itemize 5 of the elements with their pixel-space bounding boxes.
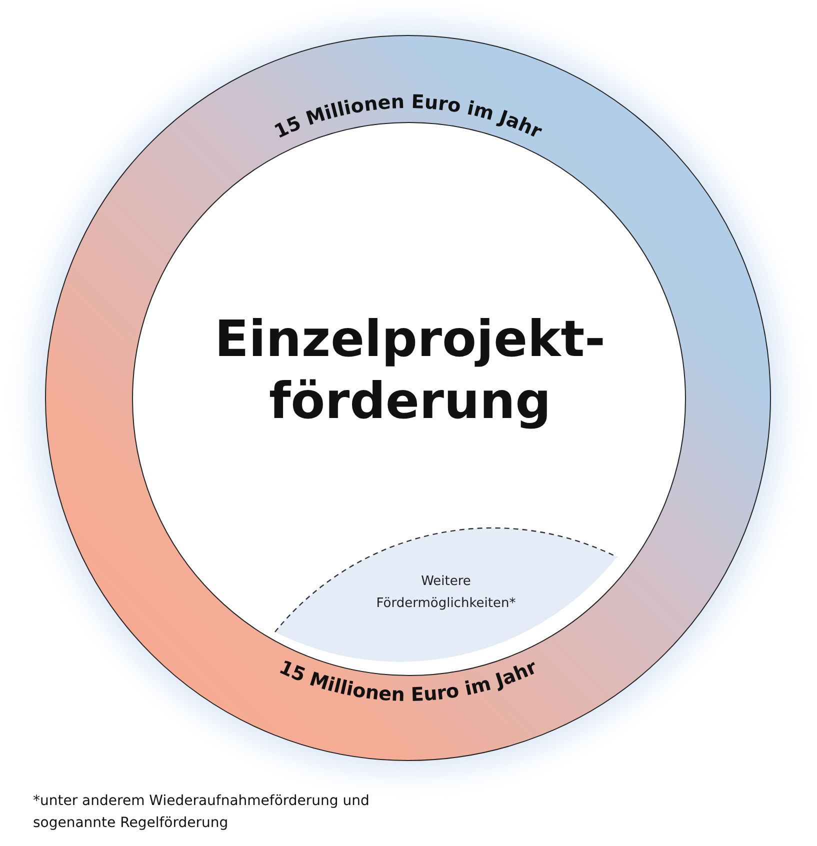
ring-label: 15 Millionen Euro im Jahr bbox=[270, 90, 545, 143]
center-title: Einzelprojekt-förderung bbox=[214, 309, 606, 432]
segment-label: Weitere Fördermöglichkeiten* bbox=[375, 573, 517, 613]
ring-label: 15 Millionen Euro im Jahr bbox=[275, 656, 540, 706]
footnote: *unter anderem Wiederaufnahmeförderung und sogenannte Regelförderung bbox=[33, 792, 370, 833]
